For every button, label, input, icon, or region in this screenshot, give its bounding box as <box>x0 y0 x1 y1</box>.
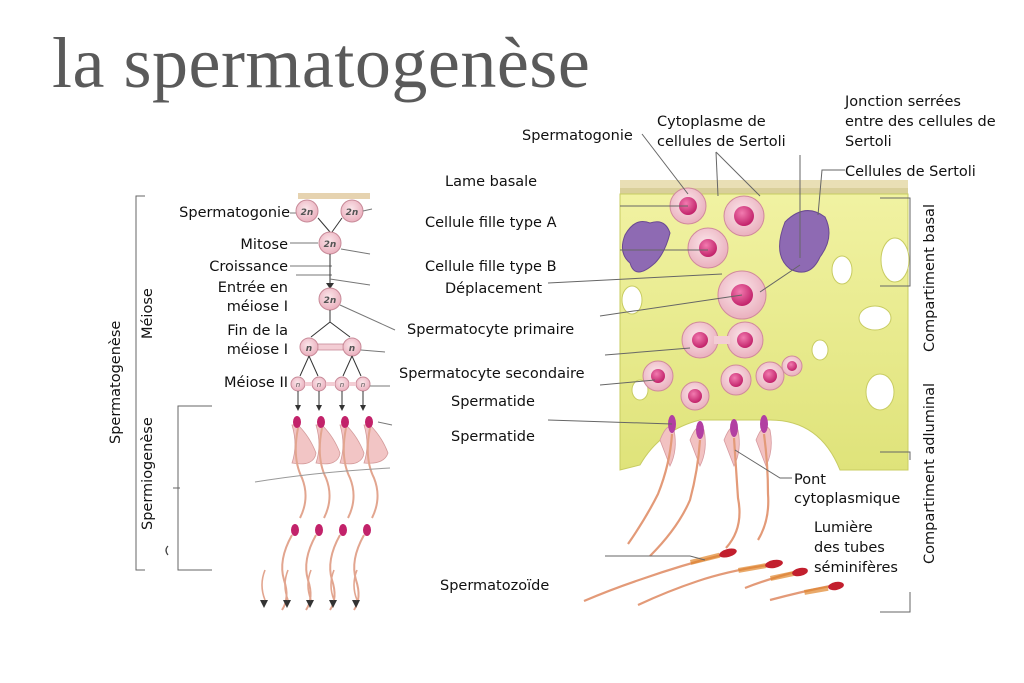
label-entree-1: Entrée en <box>217 280 288 296</box>
right-spermatozoa <box>583 548 844 606</box>
label-lumiere-1: Lumière <box>814 520 873 536</box>
label-cytoplasme-2: cellules de Sertoli <box>657 134 786 150</box>
label-meiose-2: Méiose II <box>224 375 288 391</box>
svg-text:2n: 2n <box>324 296 337 306</box>
vertical-label-spermiogenese: Spermiogenèse <box>140 417 156 530</box>
label-pont-2: cytoplasmique <box>794 491 901 507</box>
spermatogonie-cell-1 <box>295 199 319 223</box>
label-spermatocyte-secondaire: Spermatocyte secondaire <box>399 366 585 382</box>
label-mitose: Mitose <box>240 237 288 253</box>
label-lumiere-3: séminifères <box>814 560 898 576</box>
svg-text:2n: 2n <box>301 208 314 218</box>
label-jonction-3: Sertoli <box>845 134 892 150</box>
svg-text:2n: 2n <box>346 208 359 218</box>
svg-text:2n: 2n <box>324 240 337 250</box>
svg-text:n: n <box>361 381 365 389</box>
vertical-label-compartiment-basal: Compartiment basal <box>922 204 938 352</box>
label-cellule-fille-b: Cellule fille type B <box>425 259 557 275</box>
label-pont-1: Pont <box>794 472 826 488</box>
bracket-spermatogenese <box>135 195 145 571</box>
sertoli-nucleus-right <box>779 210 830 273</box>
vertical-label-meiose: Méiose <box>140 288 156 339</box>
label-lame-basale: Lame basale <box>445 174 538 190</box>
svg-text:n: n <box>296 381 300 389</box>
right-spermatids <box>627 415 772 557</box>
left-schema: 2n 2n 2n 2n n n n n n n <box>135 193 396 611</box>
svg-text:n: n <box>349 344 355 354</box>
right-tissue <box>547 133 911 613</box>
svg-text:n: n <box>306 344 312 354</box>
label-entree-2: méiose I <box>226 299 288 315</box>
left-spermatozoa <box>260 524 371 611</box>
label-deplacement: Déplacement <box>445 281 543 297</box>
left-spermatids <box>291 416 389 519</box>
vertical-label-spermatogenese: Spermatogenèse <box>108 320 124 444</box>
svg-text:n: n <box>340 381 344 389</box>
label-spermatogonie-left: Spermatogonie <box>179 205 290 221</box>
bracket-compartiment-basal <box>880 197 911 287</box>
svg-text:n: n <box>317 381 321 389</box>
left-basal-band <box>298 193 370 199</box>
label-spermatozoide: Spermatozoïde <box>440 578 550 594</box>
label-jonction-1: Jonction serrées <box>845 94 961 110</box>
label-croissance: Croissance <box>209 259 288 275</box>
label-spermatide-2: Spermatide <box>451 429 535 445</box>
label-cytoplasme-1: Cytoplasme de <box>657 114 766 130</box>
vertical-label-compartiment-adluminal: Compartiment adluminal <box>922 383 938 564</box>
label-spermatocyte-primaire: Spermatocyte primaire <box>407 322 575 338</box>
label-fin-2: méiose I <box>226 342 288 358</box>
label-jonction-2: entre des cellules de <box>845 114 996 130</box>
page-title: la spermatogenèse <box>52 23 591 103</box>
label-fin-1: Fin de la <box>227 323 288 339</box>
label-cellules-sertoli: Cellules de Sertoli <box>845 164 976 180</box>
label-cellule-fille-a: Cellule fille type A <box>425 215 557 231</box>
label-spermatogonie-right: Spermatogonie <box>522 128 633 144</box>
label-spermatide-1: Spermatide <box>451 394 535 410</box>
label-lumiere-2: des tubes <box>814 540 885 556</box>
